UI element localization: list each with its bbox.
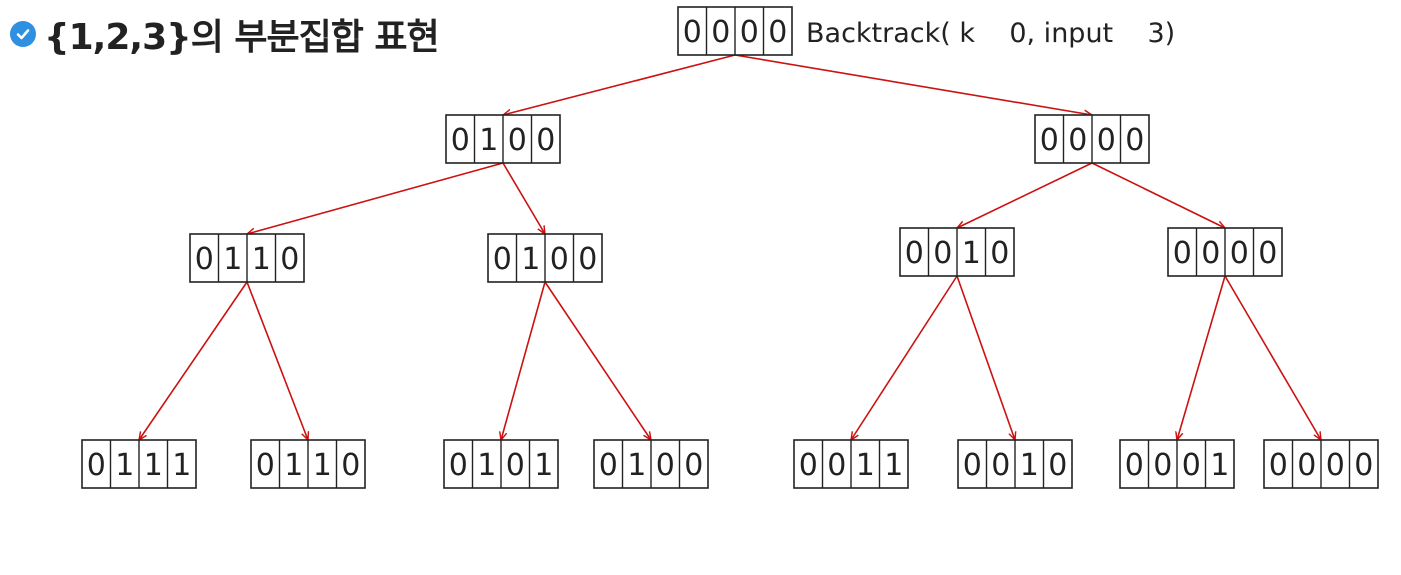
bit-cell: 0 — [991, 448, 1010, 483]
slide-title: {1,2,3}의 부분집합 표현 — [10, 12, 440, 58]
bit-cell: 1 — [172, 448, 191, 483]
slide-title-text: {1,2,3}의 부분집합 표현 — [44, 17, 440, 58]
bit-cell: 1 — [1210, 448, 1229, 483]
bit-cell: 1 — [627, 448, 646, 483]
bit-cell: 0 — [1153, 448, 1172, 483]
bit-cell: 0 — [87, 448, 106, 483]
bit-cell: 0 — [508, 123, 527, 158]
bit-cell: 1 — [223, 242, 242, 277]
bit-cell: 1 — [1020, 448, 1039, 483]
bit-cell: 0 — [1068, 123, 1087, 158]
bit-cell: 0 — [1048, 448, 1067, 483]
bit-cell: 0 — [451, 123, 470, 158]
tree-edge-arrow — [851, 275, 958, 440]
tree-edge-arrow — [501, 281, 546, 440]
bit-cell: 1 — [477, 448, 496, 483]
bit-cell: 0 — [256, 448, 275, 483]
bit-cell: 0 — [1326, 448, 1345, 483]
bit-cell: 0 — [195, 242, 214, 277]
tree-edge-arrow — [734, 54, 1092, 115]
bit-cell: 1 — [479, 123, 498, 158]
bit-cell: 0 — [1125, 123, 1144, 158]
bit-cell: 0 — [599, 448, 618, 483]
bit-cell: 1 — [962, 236, 981, 271]
bit-cell: 0 — [963, 448, 982, 483]
bit-cell: 0 — [449, 448, 468, 483]
bit-cell: 1 — [284, 448, 303, 483]
bit-cell: 0 — [1182, 448, 1201, 483]
backtrack-caption: Backtrack( k 0, input 3) — [806, 18, 1176, 49]
bit-cell: 0 — [493, 242, 512, 277]
bit-cell: 0 — [1201, 236, 1220, 271]
bit-cell: 1 — [144, 448, 163, 483]
tree-edge-arrow — [246, 281, 308, 440]
bit-cell: 0 — [740, 15, 759, 50]
bit-cell: 0 — [1354, 448, 1373, 483]
bit-cell: 0 — [578, 242, 597, 277]
tree-edge-arrow — [139, 281, 248, 440]
bit-cell: 1 — [856, 448, 875, 483]
check-circle-icon — [10, 21, 36, 47]
bit-cell: 0 — [341, 448, 360, 483]
bit-cell: 1 — [313, 448, 332, 483]
bit-cell: 0 — [1297, 448, 1316, 483]
bit-cell: 1 — [884, 448, 903, 483]
bit-cell: 0 — [683, 15, 702, 50]
tree-edge-arrow — [502, 162, 545, 234]
bit-cell: 0 — [506, 448, 525, 483]
tree-edge-arrow — [247, 162, 504, 234]
tree-edge-arrow — [503, 54, 736, 115]
bit-cell: 0 — [550, 242, 569, 277]
tree-edge-arrow — [956, 275, 1015, 440]
bit-cell: 0 — [933, 236, 952, 271]
bit-cell: 0 — [1097, 123, 1116, 158]
bit-cell: 0 — [1040, 123, 1059, 158]
bit-cell: 0 — [990, 236, 1009, 271]
bit-cell: 1 — [115, 448, 134, 483]
tree-edge-arrow — [957, 162, 1093, 228]
tree-edges — [139, 54, 1321, 440]
bit-cell: 0 — [768, 15, 787, 50]
tree-edge-arrow — [1177, 275, 1226, 440]
tree-edge-arrow — [1224, 275, 1321, 440]
bit-cell: 0 — [684, 448, 703, 483]
bit-cell: 0 — [1258, 236, 1277, 271]
bit-cell: 0 — [1269, 448, 1288, 483]
bit-cell: 0 — [536, 123, 555, 158]
bit-cell: 1 — [534, 448, 553, 483]
bit-cell: 0 — [1173, 236, 1192, 271]
bit-cell: 0 — [711, 15, 730, 50]
bit-cell: 0 — [799, 448, 818, 483]
bit-cell: 0 — [280, 242, 299, 277]
bit-cell: 0 — [905, 236, 924, 271]
bit-cell: 0 — [1230, 236, 1249, 271]
bit-cell: 1 — [252, 242, 271, 277]
tree-edge-arrow — [1091, 162, 1225, 228]
tree-edge-arrow — [544, 281, 651, 440]
bit-cell: 0 — [1125, 448, 1144, 483]
bit-cell: 1 — [521, 242, 540, 277]
bit-cell: 0 — [656, 448, 675, 483]
bit-cell: 0 — [827, 448, 846, 483]
